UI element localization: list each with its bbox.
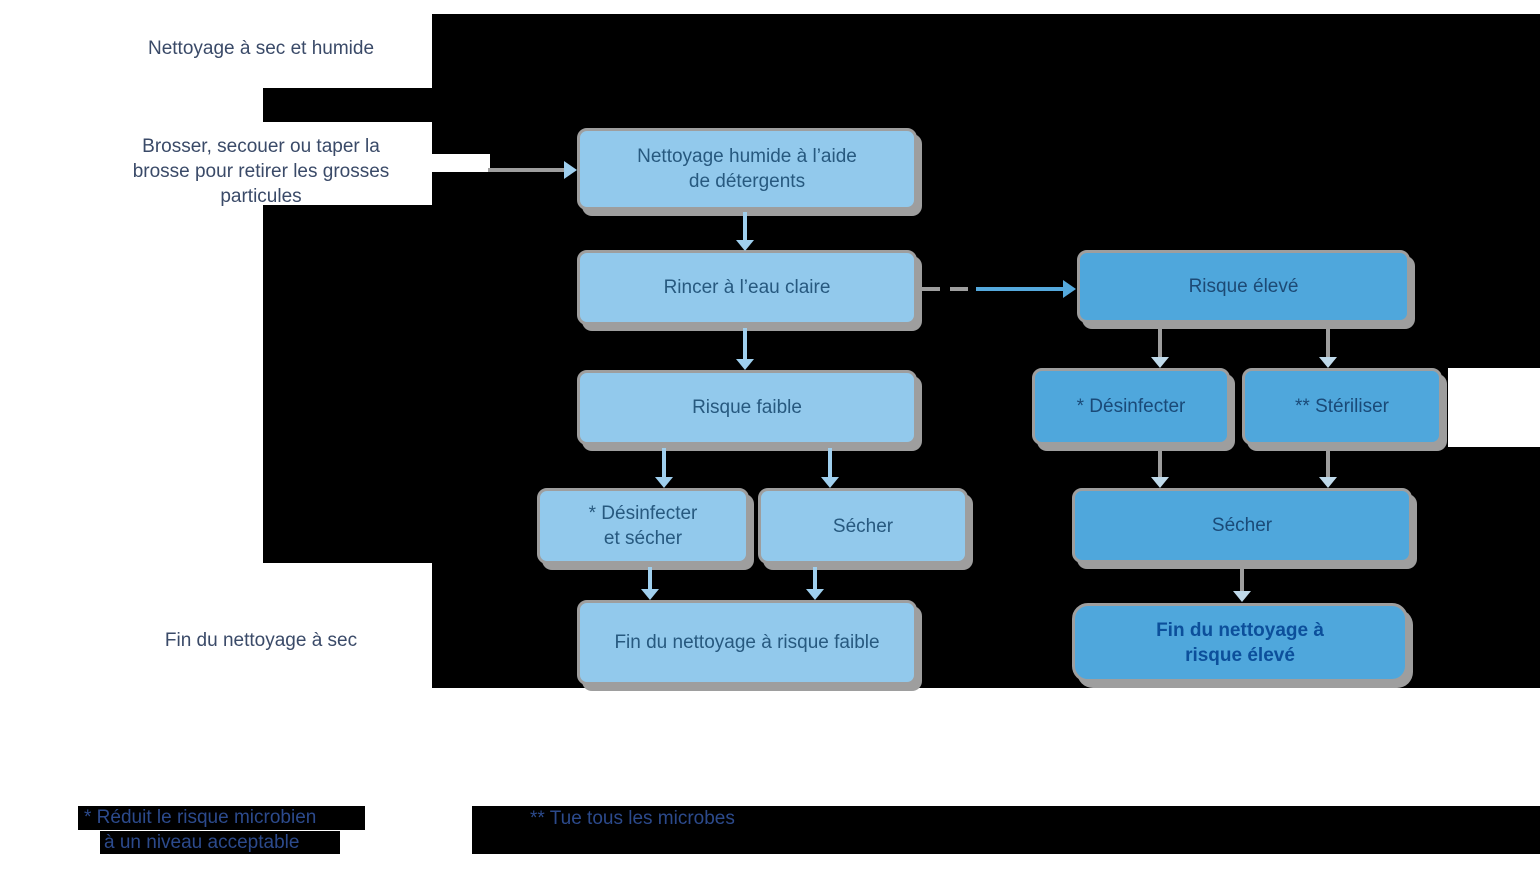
arrowhead-into-rincer: [736, 240, 754, 251]
connector-secher-fin-eleve: [1240, 566, 1244, 593]
connector-brosser-to-humide: [488, 168, 565, 172]
node-secher-eleve: Sécher: [1072, 488, 1412, 563]
footnote-reduit-risque-line1: * Réduit le risque microbien: [78, 806, 365, 830]
label-fin-nettoyage-sec: Fin du nettoyage à sec: [164, 630, 358, 651]
arrowhead-into-fin-faible-left: [641, 589, 659, 600]
node-fin-risque-eleve: Fin du nettoyage à risque élevé: [1072, 603, 1408, 682]
connector-eleve-steriliser: [1326, 326, 1330, 358]
arrowhead-into-secher-faible: [821, 477, 839, 488]
arrowhead-into-humide: [564, 161, 577, 179]
connector-desinfecter-secher-eleve: [1158, 448, 1162, 478]
node-nettoyage-humide: Nettoyage humide à l’aide de détergents: [577, 128, 917, 210]
arrowhead-into-risque-eleve: [1063, 280, 1076, 298]
footnote-tue-microbes-text: ** Tue tous les microbes: [530, 808, 735, 829]
node-risque-eleve: Risque élevé: [1077, 250, 1410, 323]
footnote-reduit-risque-line2: à un niveau acceptable: [100, 831, 340, 854]
connector-faible-secher: [828, 448, 832, 478]
arrowhead-into-secher-eleve-left: [1151, 477, 1169, 488]
label-brosser: Brosser, secouer ou taper la brosse pour…: [132, 136, 390, 207]
node-fin-risque-faible: Fin du nettoyage à risque faible: [577, 600, 917, 685]
connector-rincer-eleve-dashed: [922, 287, 976, 291]
connector-rincer-eleve-solid: [976, 287, 1064, 291]
arrowhead-into-desinfecter: [1151, 357, 1169, 368]
arrowhead-into-secher-eleve-right: [1319, 477, 1337, 488]
black-backdrop-mid-left: [263, 205, 432, 563]
node-desinfecter-secher: * Désinfecter et sécher: [537, 488, 749, 564]
black-backdrop-upper-left: [263, 88, 432, 122]
node-secher-faible: Sécher: [758, 488, 968, 564]
arrowhead-into-desinfecter-secher: [655, 477, 673, 488]
arrowhead-into-fin-eleve: [1233, 591, 1251, 602]
node-desinfecter: * Désinfecter: [1032, 368, 1230, 445]
white-notch-right: [1448, 368, 1540, 447]
arrowhead-into-fin-faible-right: [806, 589, 824, 600]
connector-secher-fin-faible: [813, 567, 817, 591]
node-steriliser: ** Stériliser: [1242, 368, 1442, 445]
arrowhead-into-risque-faible: [736, 359, 754, 370]
connector-steriliser-secher-eleve: [1326, 448, 1330, 478]
footnote-reduit-risque-line1-text: * Réduit le risque microbien: [84, 807, 317, 828]
connector-eleve-desinfecter: [1158, 326, 1162, 358]
black-backdrop-main: [432, 14, 1540, 688]
node-rincer-eau-claire: Rincer à l’eau claire: [577, 250, 917, 325]
connector-desinfecter-fin-faible: [648, 567, 652, 591]
white-arrow-channel: [432, 154, 490, 172]
connector-rincer-faible: [743, 328, 747, 360]
connector-faible-desinfecter: [662, 448, 666, 478]
connector-humide-rincer: [743, 212, 747, 242]
arrowhead-into-steriliser: [1319, 357, 1337, 368]
footnote-reduit-risque-line2-text: à un niveau acceptable: [104, 831, 300, 853]
node-risque-faible: Risque faible: [577, 370, 917, 445]
page-title: Nettoyage à sec et humide: [147, 38, 375, 59]
footnote-tue-microbes: ** Tue tous les microbes: [472, 806, 1540, 854]
